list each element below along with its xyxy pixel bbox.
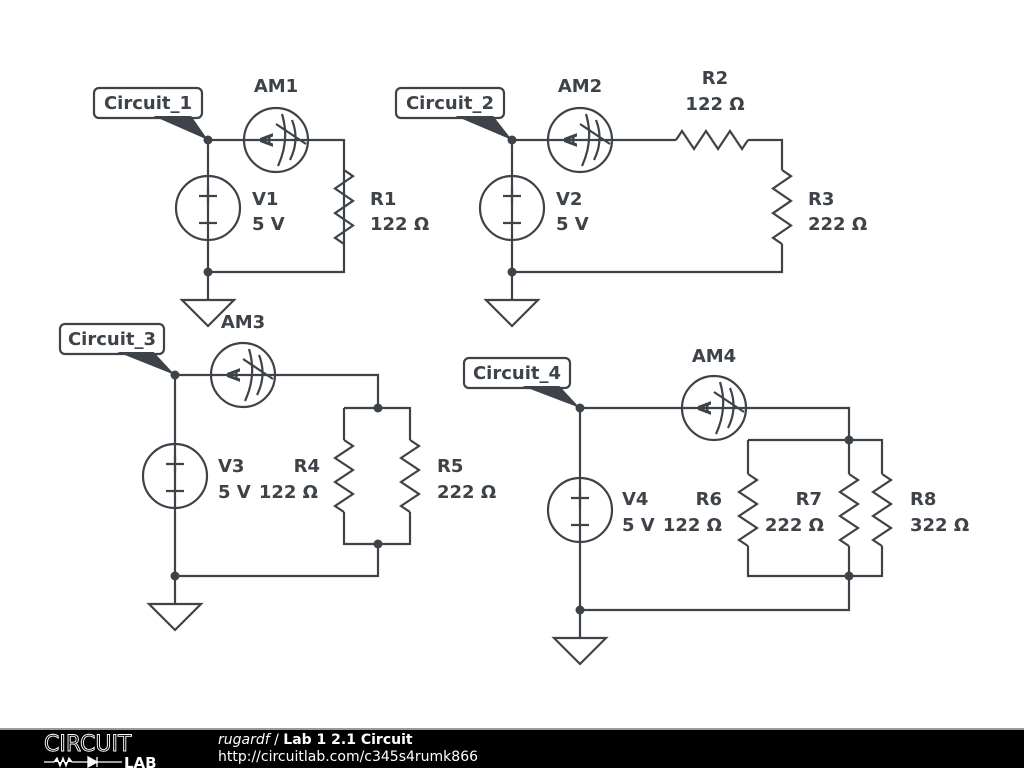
net-label-text: Circuit_1	[104, 93, 192, 114]
junction-dot	[844, 435, 854, 445]
resistor-value: 322 Ω	[910, 515, 969, 536]
resistor-zigzag	[333, 169, 355, 245]
resistor-r3[interactable]	[771, 169, 793, 245]
ground-icon	[179, 272, 237, 328]
resistor-zigzag	[399, 439, 421, 513]
resistor-zigzag	[871, 473, 893, 547]
ammeter-a-icon: A	[561, 133, 582, 147]
ammeter-label: AM2	[558, 76, 602, 97]
logo-text-bottom: LAB	[124, 754, 157, 768]
resistor-r5[interactable]	[399, 439, 421, 513]
resistor-value: 122 Ω	[370, 214, 429, 235]
resistor-zigzag	[737, 473, 759, 547]
plus-minus-icon	[571, 489, 589, 527]
author-link[interactable]: rugardf	[218, 732, 270, 748]
resistor-value: 222 Ω	[808, 214, 867, 235]
source-value: 5 V	[622, 515, 655, 536]
resistor-name: R8	[910, 489, 936, 510]
voltage-source[interactable]	[174, 174, 242, 242]
source-name: V4	[622, 489, 648, 510]
net-label[interactable]: Circuit_1	[92, 86, 208, 140]
source-name: V3	[218, 456, 244, 477]
resistor-zigzag	[675, 129, 749, 151]
plus-minus-icon	[199, 187, 217, 225]
resistor-name: R4	[294, 456, 320, 477]
ground-icon	[146, 576, 204, 632]
ammeter-label: AM4	[692, 346, 736, 367]
plus-minus-icon	[503, 187, 521, 225]
resistor-r2[interactable]	[675, 129, 749, 151]
net-label-pointer	[153, 116, 208, 140]
voltage-source[interactable]	[141, 442, 209, 510]
logo-text-top: CIRCUIT	[44, 732, 132, 757]
source-value: 5 V	[556, 214, 589, 235]
junction-dot	[844, 571, 854, 581]
resistor-name: R2	[702, 68, 728, 89]
ammeter[interactable]: A	[680, 374, 748, 442]
resistor-value: 222 Ω	[765, 515, 824, 536]
ammeter-a-icon: A	[224, 368, 245, 382]
net-label[interactable]: Circuit_2	[394, 86, 512, 140]
voltage-source[interactable]	[478, 174, 546, 242]
ground-icon	[551, 610, 609, 666]
source-value: 5 V	[218, 482, 251, 503]
resistor-zigzag	[771, 169, 793, 245]
ammeter-label: AM3	[221, 312, 265, 333]
net-label-text: Circuit_3	[68, 329, 156, 350]
source-name: V1	[252, 189, 278, 210]
resistor-r8[interactable]	[871, 473, 893, 547]
logo-resistor-diode-icon	[44, 755, 122, 768]
ammeter-a-icon: A	[257, 133, 278, 147]
ground-icon	[483, 272, 541, 328]
resistor-name: R7	[796, 489, 822, 510]
resistor-value: 222 Ω	[437, 482, 496, 503]
ammeter-label: AM1	[254, 76, 298, 97]
net-label-pointer	[522, 386, 580, 408]
resistor-value: 122 Ω	[663, 515, 722, 536]
resistor-zigzag	[838, 473, 860, 547]
voltage-source[interactable]	[546, 476, 614, 544]
resistor-name: R5	[437, 456, 463, 477]
resistor-name: R1	[370, 189, 396, 210]
ammeter-scale-icon	[242, 348, 274, 402]
resistor-value: 122 Ω	[685, 94, 744, 115]
resistor-r1[interactable]	[333, 169, 355, 245]
circuitlab-logo[interactable]: CIRCUIT LAB	[44, 732, 174, 768]
junction-dot	[373, 539, 383, 549]
junction-dot	[373, 403, 383, 413]
net-label-text: Circuit_2	[406, 93, 494, 114]
resistor-name: R3	[808, 189, 834, 210]
resistor-value: 122 Ω	[259, 482, 318, 503]
ammeter[interactable]: A	[242, 106, 310, 174]
resistor-zigzag	[333, 439, 355, 513]
footer-bar: CIRCUIT LAB rugardf / Lab 1 2.1 Circuit …	[0, 728, 1024, 768]
resistor-r7[interactable]	[838, 473, 860, 547]
wire	[578, 406, 884, 612]
resistor-name: R6	[696, 489, 722, 510]
net-label[interactable]: Circuit_3	[58, 322, 175, 375]
net-label-pointer	[455, 116, 512, 140]
ammeter-scale-icon	[713, 381, 745, 435]
wire	[510, 138, 784, 274]
net-label-text: Circuit_4	[473, 363, 561, 384]
resistor-r4[interactable]	[333, 439, 355, 513]
source-name: V2	[556, 189, 582, 210]
source-value: 5 V	[252, 214, 285, 235]
ammeter-a-icon: A	[695, 401, 716, 415]
ammeter-scale-icon	[275, 113, 307, 167]
ammeter[interactable]: A	[209, 341, 277, 409]
circuit-url[interactable]: http://circuitlab.com/c345s4rumk866	[218, 749, 479, 765]
title-separator: /	[269, 732, 284, 748]
plus-minus-icon	[166, 455, 184, 493]
resistor-r6[interactable]	[737, 473, 759, 547]
ammeter-scale-icon	[579, 113, 611, 167]
ammeter[interactable]: A	[546, 106, 614, 174]
net-label[interactable]: Circuit_4	[462, 356, 580, 408]
circuit-title[interactable]: Lab 1 2.1 Circuit	[283, 732, 413, 748]
net-label-pointer	[117, 352, 175, 375]
